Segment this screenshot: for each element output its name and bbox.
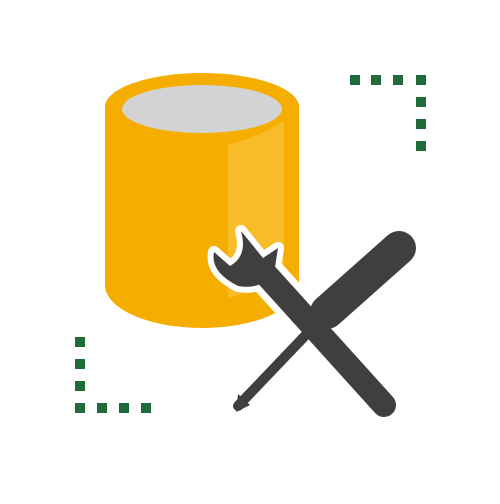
screwdriver-shaft bbox=[233, 313, 327, 411]
bracket-dot bbox=[371, 75, 381, 85]
screwdriver-handle bbox=[310, 231, 416, 329]
cylinder-top-surface bbox=[122, 85, 282, 133]
bracket-dot bbox=[416, 97, 426, 107]
bracket-dot bbox=[119, 403, 129, 413]
bracket-dot bbox=[97, 403, 107, 413]
wrench-icon bbox=[213, 231, 396, 417]
bracket-dot bbox=[416, 75, 426, 85]
wrench-handle bbox=[250, 258, 396, 417]
bracket-dot bbox=[75, 337, 85, 347]
bracket-dot bbox=[393, 75, 403, 85]
bracket-dot bbox=[350, 75, 360, 85]
bracket-dot bbox=[75, 403, 85, 413]
screwdriver-tip bbox=[236, 394, 250, 412]
bracket-dot bbox=[416, 119, 426, 129]
corner-bracket-top-right bbox=[350, 75, 426, 151]
screwdriver-icon bbox=[233, 231, 416, 412]
corner-bracket-bottom-left bbox=[75, 337, 151, 413]
bracket-dot bbox=[416, 141, 426, 151]
bracket-dot bbox=[75, 359, 85, 369]
bracket-dot bbox=[141, 403, 151, 413]
database-cylinder-icon bbox=[105, 73, 299, 328]
crossed-tools-icon bbox=[207, 224, 423, 424]
bracket-dot bbox=[75, 381, 85, 391]
